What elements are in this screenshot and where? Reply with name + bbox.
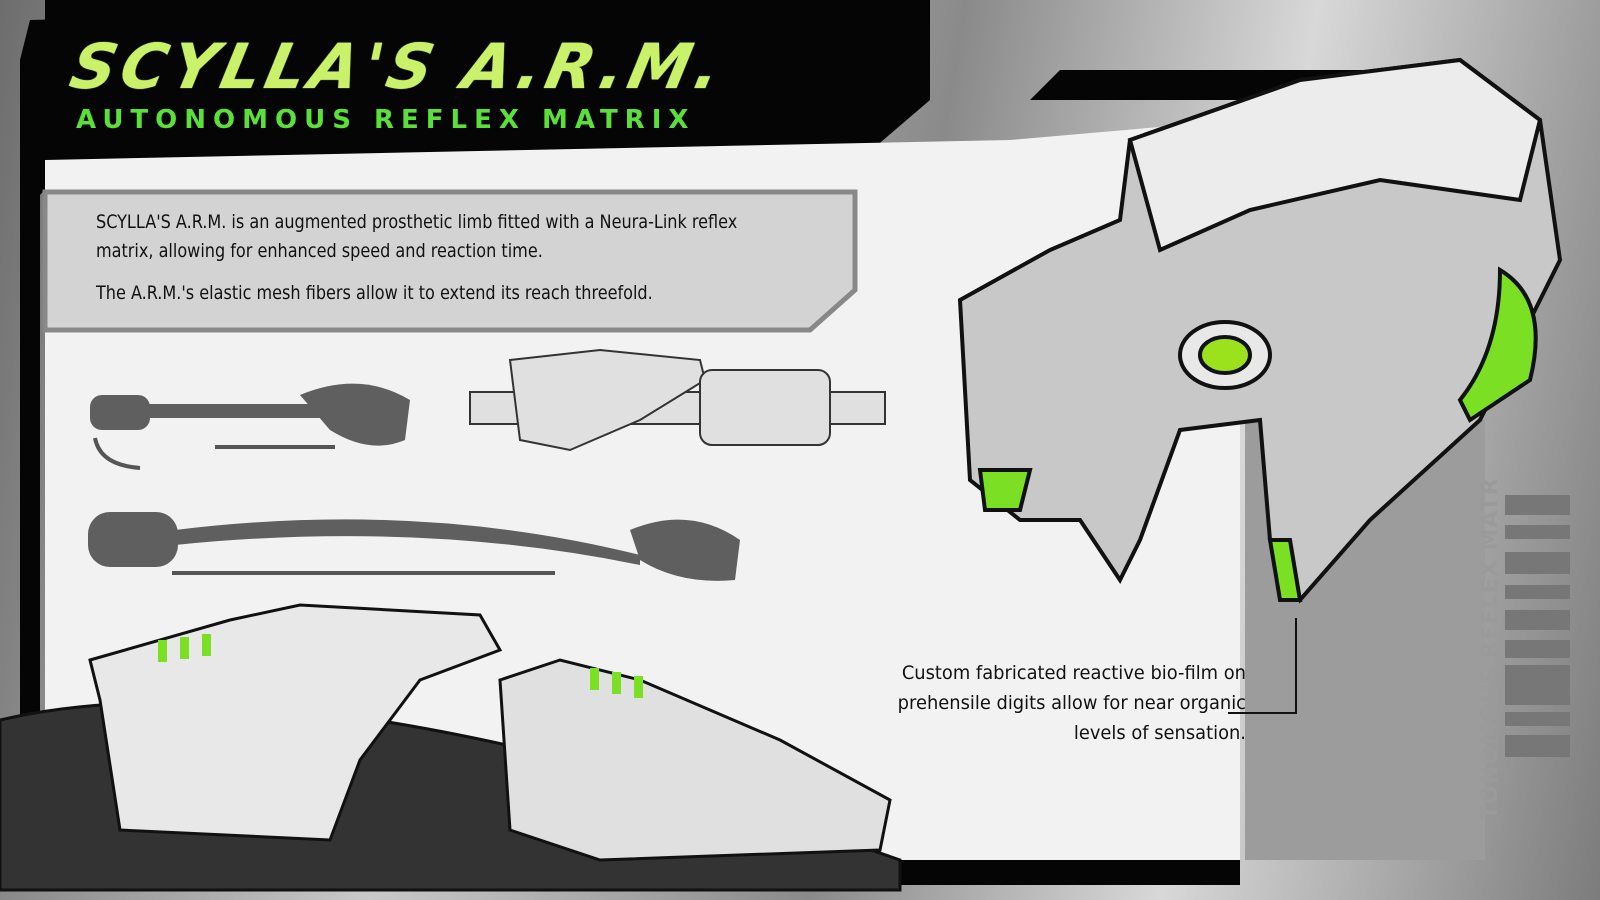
page-subtitle: AUTONOMOUS REFLEX MATRIX (76, 105, 696, 135)
side-vertical-label: TONOMOUS REFLEX MATRIX (1478, 480, 1503, 820)
description-panel (42, 189, 858, 333)
description-paragraph-2: The A.R.M.'s elastic mesh fibers allow i… (96, 282, 653, 304)
caption-leader-line (1228, 618, 1297, 714)
page-title: SCYLLA'S A.R.M. (64, 30, 733, 103)
title-banner (45, 0, 930, 190)
hand-render (957, 57, 1563, 604)
barcode-stripes (1505, 495, 1570, 757)
sketch-arm-extended (88, 512, 740, 581)
sketch-arm-retracted (90, 383, 410, 470)
forearm-render (0, 603, 902, 892)
bio-film-caption: Custom fabricated reactive bio-film on p… (897, 662, 1246, 744)
sketch-forearm-detail (469, 348, 886, 452)
description-paragraph-1: SCYLLA'S A.R.M. is an augmented prosthet… (96, 211, 738, 262)
description-text: SCYLLA'S A.R.M. is an augmented prosthet… (96, 208, 792, 308)
